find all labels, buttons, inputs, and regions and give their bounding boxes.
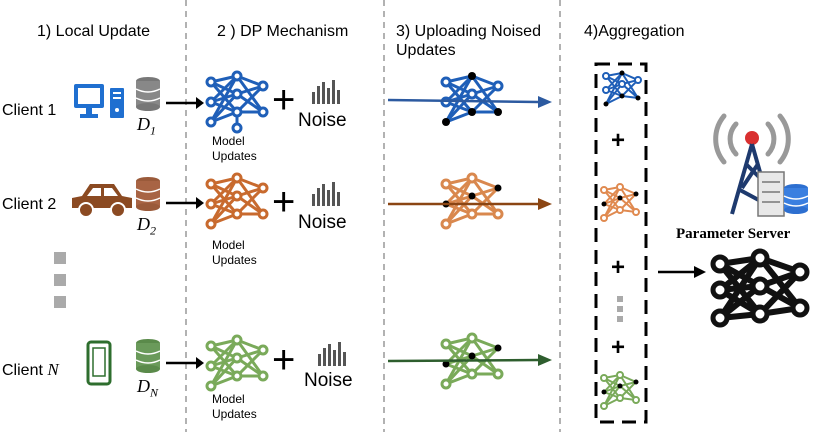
database-icon-1: [135, 77, 161, 111]
car-icon: [72, 184, 132, 218]
model-updates-label-n: Model Updates: [212, 392, 257, 421]
stage-heading-dp-mechanism: 2 ) DP Mechanism: [217, 23, 349, 40]
dataset-label-n: DN: [137, 376, 159, 400]
noise-histogram-icon-1: [312, 80, 340, 104]
model-updates-network-2: [205, 172, 269, 230]
desktop-computer-icon: [74, 84, 124, 118]
aggregated-network-2: [600, 183, 640, 222]
aggregation-plus-1: +: [611, 127, 626, 154]
upload-arrow-n: [387, 354, 552, 366]
client-1-label: Client 1: [2, 102, 57, 119]
model-updates-network-n: [205, 334, 269, 392]
aggregation-plus-2: +: [611, 254, 626, 281]
model-updates-label-2: Model Updates: [212, 238, 257, 267]
client-n-label: Client N: [2, 360, 59, 379]
noise-histogram-icon-n: [318, 342, 346, 366]
aggregation-plus-3: +: [611, 334, 626, 361]
smartphone-icon: [86, 340, 112, 386]
model-updates-network-1: [205, 70, 269, 134]
database-icon-2: [135, 177, 161, 211]
database-icon-n: [135, 339, 161, 373]
aggregation-ellipsis: [617, 296, 623, 322]
arrow-aggregation-to-server: [658, 266, 706, 278]
arrow-client1-to-dp: [166, 97, 204, 109]
dataset-label-2: D2: [137, 214, 156, 238]
client-ellipsis: [54, 252, 66, 308]
aggregation-box: [594, 62, 648, 424]
noised-network-n: [440, 332, 504, 390]
aggregated-network-n: [600, 371, 640, 410]
stage-heading-uploading: 3) Uploading Noised Updates: [396, 23, 541, 59]
parameter-server-label: Parameter Server: [676, 226, 791, 242]
client-2-label: Client 2: [2, 196, 57, 213]
stage-heading-local-update: 1) Local Update: [37, 23, 150, 40]
noise-label-2: Noise: [298, 212, 347, 233]
dataset-label-1: D1: [137, 114, 156, 138]
plus-operator-2: +: [272, 180, 296, 224]
upload-arrow-1: [387, 96, 552, 108]
global-model-network: [710, 248, 810, 328]
model-updates-label-1: Model Updates: [212, 134, 257, 163]
arrow-client2-to-dp: [166, 197, 204, 209]
server-database-icon: [757, 171, 809, 217]
noise-label-1: Noise: [298, 110, 347, 131]
upload-arrow-2: [388, 198, 552, 210]
arrow-clientn-to-dp: [166, 357, 204, 369]
noise-histogram-icon-2: [312, 182, 340, 206]
plus-operator-1: +: [272, 78, 296, 122]
noise-label-n: Noise: [304, 370, 353, 391]
stage-heading-aggregation: 4)Aggregation: [584, 23, 685, 40]
plus-operator-n: +: [272, 338, 296, 382]
noised-network-2: [440, 172, 504, 230]
aggregated-network-1: [602, 70, 642, 107]
